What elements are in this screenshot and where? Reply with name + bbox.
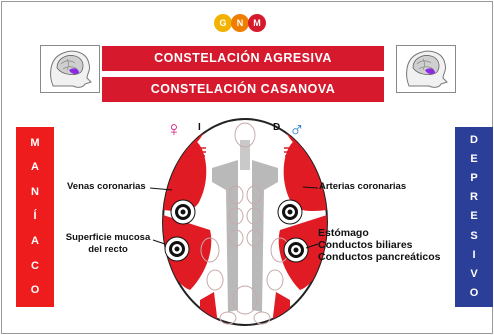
target-marker-left-upper xyxy=(170,199,196,225)
left-bar-letter: Í xyxy=(33,210,37,223)
right-bar-letter: V xyxy=(470,267,478,280)
left-bar-letter: M xyxy=(30,136,40,149)
right-bar-depresivo: D E P R E S I V O xyxy=(455,127,493,307)
banner-casanova: CONSTELACIÓN CASANOVA xyxy=(102,77,384,102)
brain-image-left xyxy=(40,45,100,93)
label-estomago: Estómago xyxy=(318,227,369,239)
right-bar-letter: D xyxy=(470,134,478,147)
label-conductos-biliares: Conductos biliares xyxy=(318,239,413,251)
label-estomago-group: Estómago Conductos biliares Conductos pa… xyxy=(318,227,441,263)
side-letter-left: I xyxy=(198,122,201,133)
label-arterias-coronarias: Arterias coronarias xyxy=(319,181,407,192)
banner-agresiva: CONSTELACIÓN AGRESIVA xyxy=(102,46,384,71)
label-conductos-pancreaticos: Conductos pancreáticos xyxy=(318,251,441,263)
label-superficie-line1: Superficie mucosa xyxy=(65,232,151,243)
central-gray-structure xyxy=(212,140,278,312)
right-bar-letter: I xyxy=(472,248,476,261)
brain-image-right xyxy=(396,45,456,93)
left-bar-maniaco: M A N Í A C O xyxy=(16,127,54,307)
gnm-logo: G N M xyxy=(214,11,268,37)
anatomy-outline-shapes xyxy=(200,122,290,325)
left-bar-letter: O xyxy=(30,284,40,297)
label-superficie-mucosa: Superficie mucosa del recto xyxy=(62,232,154,255)
female-symbol-icon: ♀ xyxy=(166,118,182,141)
brain-head-icon xyxy=(406,50,448,88)
left-bar-letter: A xyxy=(31,161,39,174)
right-bar-letter: E xyxy=(470,153,478,166)
logo-dot-g: G xyxy=(214,14,232,32)
logo-dot-m: M xyxy=(248,14,266,32)
logo-dot-n: N xyxy=(231,14,249,32)
left-bar-letter: C xyxy=(31,259,39,272)
label-pointer-lines xyxy=(149,186,319,249)
target-marker-right-upper xyxy=(277,199,303,225)
brain-head-icon xyxy=(50,50,92,88)
label-superficie-line2: del recto xyxy=(88,243,128,255)
left-bar-letter: N xyxy=(31,185,39,198)
label-venas-coronarias: Venas coronarias xyxy=(67,181,146,192)
target-marker-left-lower xyxy=(164,236,190,262)
right-bar-letter: P xyxy=(470,172,478,185)
right-bar-letter: R xyxy=(470,191,478,204)
left-bar-letter: A xyxy=(31,235,39,248)
left-red-zone-upper xyxy=(163,140,207,211)
target-marker-right-lower xyxy=(283,237,309,263)
side-letter-right: D xyxy=(273,122,281,133)
right-bar-letter: E xyxy=(470,210,478,223)
right-bar-letter: O xyxy=(469,286,479,299)
male-symbol-icon: ♂ xyxy=(289,118,305,141)
right-bar-letter: S xyxy=(470,229,478,242)
right-red-zone-upper xyxy=(283,140,327,211)
